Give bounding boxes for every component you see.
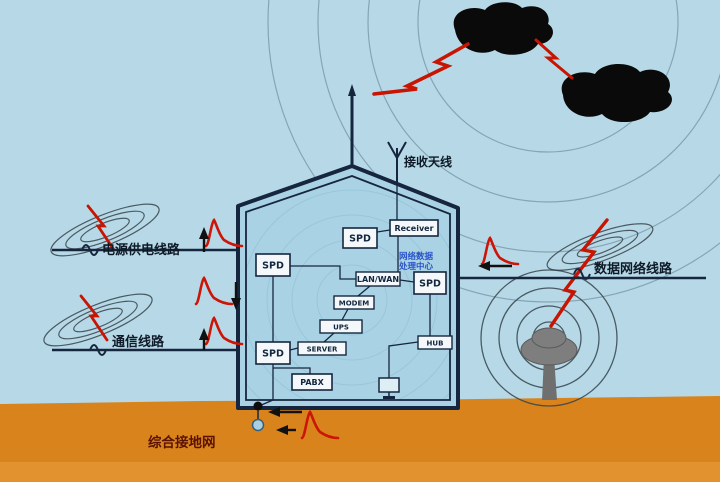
lightning-bolt-to-mast (372, 42, 470, 96)
spd-box-power (255, 253, 291, 277)
ups-box (319, 319, 363, 334)
spd-box-antenna (342, 227, 378, 249)
ground-net-label: 综合接地网 (148, 434, 216, 451)
modem-label: MODEM (339, 300, 370, 308)
spd-data-label: SPD (419, 279, 441, 290)
storm-cloud-2 (561, 63, 672, 123)
lightning-bolt-power (86, 204, 116, 252)
storm-arc (317, 0, 720, 253)
tree-trunk (542, 356, 557, 400)
lightning-bolt-between-clouds (534, 38, 574, 80)
arrow-up-power-head (199, 227, 209, 239)
equipment-boxes: SPD Receiver 网络数据 处理中心 SPD LAN/WAN SPD M… (255, 219, 453, 391)
server-box (297, 341, 347, 356)
lan-wan-label: LAN/WAN (357, 275, 399, 284)
hub-label: HUB (427, 340, 444, 348)
receiver-box (389, 219, 439, 237)
ripple-circle (480, 269, 618, 407)
lightning-bolt-comm (79, 294, 109, 342)
spd-antenna-label: SPD (349, 234, 371, 245)
modem-box (333, 295, 375, 310)
ground-electrode (251, 418, 265, 432)
network-center-label-line2: 处理中心 (398, 261, 434, 272)
arrow-left-data-head (478, 261, 490, 271)
spd-box-comm (255, 341, 291, 365)
arrow-up-comm-head (199, 328, 209, 340)
interior-arc (316, 264, 388, 336)
ground (0, 396, 720, 482)
building-interior-arcs (246, 176, 450, 400)
ups-label: UPS (333, 324, 349, 332)
hub-box (417, 335, 453, 350)
ground-dot (253, 401, 263, 411)
pabx-label: PABX (300, 378, 324, 387)
storm-arc (267, 0, 720, 303)
interior-arc (246, 189, 450, 400)
tree (520, 327, 578, 400)
storm-arc (417, 0, 679, 153)
storm-cloud-1 (453, 2, 553, 55)
arrow-left-electrode-head (276, 425, 288, 435)
spd-box-data (413, 271, 447, 295)
surge-arrows (199, 227, 512, 435)
ground-highlight (0, 462, 720, 482)
network-center-label-line1: 网络数据 (399, 251, 434, 262)
storm-arc (367, 0, 720, 203)
data-line-label: 数据网络线路 (594, 261, 673, 277)
arrow-down-wall-head (231, 298, 241, 310)
emp-ripples-data (546, 223, 654, 271)
ripple-ellipse (576, 236, 624, 258)
building-inner-shield (245, 175, 451, 401)
antenna-icon (387, 141, 407, 184)
ripple-ellipse (561, 229, 639, 265)
comm-line-label: 通信线路 (112, 334, 165, 350)
interior-arc (266, 214, 438, 386)
antenna-label: 接收天线 (404, 154, 452, 169)
server-label: SERVER (307, 346, 338, 354)
power-line-label: 电源供电线路 (102, 242, 181, 258)
receiver-label: Receiver (394, 224, 433, 233)
spd-power-label: SPD (262, 261, 284, 272)
arrow-left-ground-head (268, 407, 280, 417)
pabx-box (291, 373, 333, 391)
lan-wan-box (355, 271, 401, 287)
storm-radiation-arcs (267, 0, 720, 303)
computer-icon (378, 377, 400, 399)
spd-comm-label: SPD (262, 349, 284, 360)
interior-wiring (258, 229, 431, 407)
tree-canopy-top (531, 327, 567, 349)
lightning-mast-tip (348, 84, 356, 96)
